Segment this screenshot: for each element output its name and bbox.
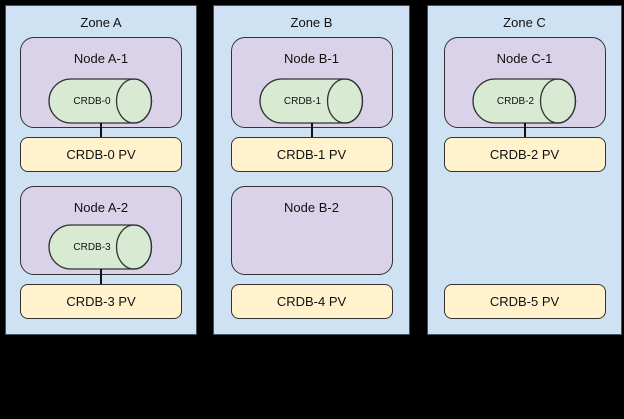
pv-label: CRDB-4 PV [276,294,347,309]
connector-line [523,123,526,138]
crdb-2-cylinder: CRDB-2 [471,78,577,124]
crdb-1-cylinder: CRDB-1 [258,78,364,124]
node-label: Node C-1 [496,51,553,66]
pv-label: CRDB-5 PV [489,294,560,309]
node-c-1: Node C-1 CRDB-2 [443,37,606,128]
node-b-2: Node B-2 [230,186,393,275]
connector-line [310,123,313,138]
pv-label: CRDB-3 PV [66,294,136,309]
node-a-2: Node A-2 CRDB-3 [20,186,182,275]
cylinder-label: CRDB-3 [73,241,111,253]
crdb-3-pv: CRDB-3 PV [20,284,182,319]
cylinder-label: CRDB-1 [283,95,322,107]
pv-label: CRDB-1 PV [276,147,347,162]
database-cylinder-icon [48,78,153,124]
node-label: Node B-2 [284,200,339,215]
pv-label: CRDB-2 PV [489,147,560,162]
zone-c: Zone C Node C-1 CRDB-2 CRDB-2 PV CRDB-5 … [427,5,622,335]
database-cylinder-icon [471,78,576,124]
zone-label: Zone A [80,15,122,30]
crdb-0-cylinder: CRDB-0 [48,78,153,124]
node-label: Node A-2 [73,200,129,215]
cylinder-label: CRDB-0 [73,95,111,107]
crdb-4-pv: CRDB-4 PV [230,284,393,319]
connector-line [100,123,102,138]
node-label: Node A-1 [73,51,129,66]
node-label: Node B-1 [284,51,339,66]
node-a-1: Node A-1 CRDB-0 [20,37,182,128]
node-b-1: Node B-1 CRDB-1 [230,37,393,128]
connector-line [100,269,102,285]
zone-b: Zone B Node B-1 CRDB-1 CRDB-1 PV Node B-… [213,5,410,335]
database-cylinder-icon [48,224,153,270]
zone-a: Zone A Node A-1 CRDB-0 CRDB-0 PV Node A-… [5,5,197,335]
crdb-2-pv: CRDB-2 PV [443,137,606,172]
cylinder-label: CRDB-2 [496,95,535,107]
zone-label: Zone B [290,15,333,30]
crdb-5-pv: CRDB-5 PV [443,284,606,319]
crdb-0-pv: CRDB-0 PV [20,137,182,172]
crdb-1-pv: CRDB-1 PV [230,137,393,172]
crdb-3-cylinder: CRDB-3 [48,224,153,270]
zone-label: Zone C [503,15,546,30]
database-cylinder-icon [258,78,363,124]
pv-label: CRDB-0 PV [66,147,136,162]
